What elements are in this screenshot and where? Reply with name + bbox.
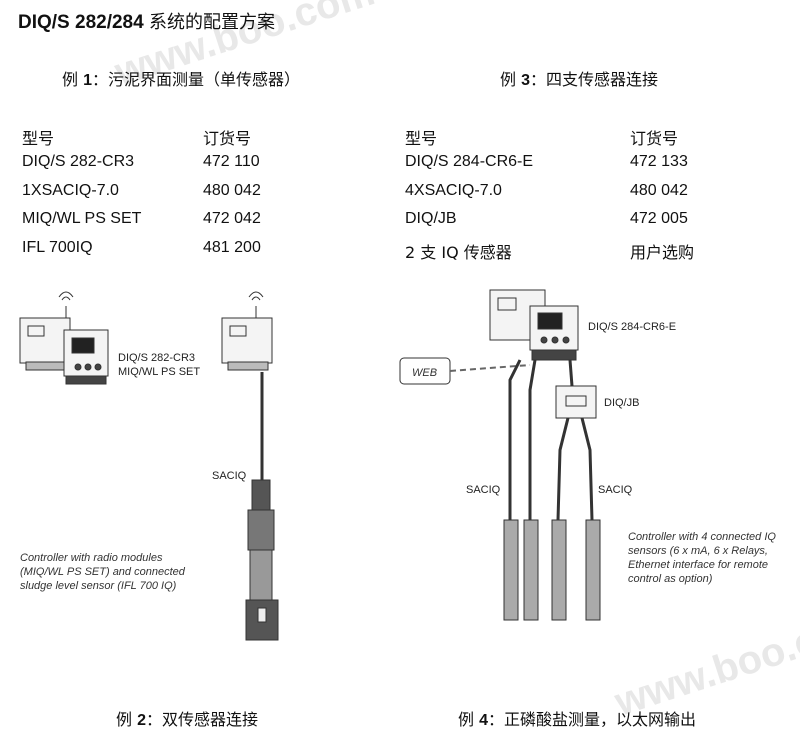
example-2-heading: 例 2：双传感器连接: [116, 710, 259, 729]
table-1-row-2-order: 480 042: [203, 182, 261, 199]
table-3-row-1-order: 472 133: [630, 153, 688, 170]
table-3-row-3-model: DIQ/JB: [405, 210, 457, 227]
example-4-heading: 例 4：正磷酸盐测量，以太网输出: [458, 710, 697, 729]
table-3-row-2-model: 4XSACIQ-7.0: [405, 182, 502, 199]
table-1-row-3-order: 472 042: [203, 210, 261, 227]
table-1-row-4-order: 481 200: [203, 239, 261, 256]
left-caption: Controller with radio modules (MIQ/WL PS…: [20, 552, 185, 592]
table-1-row-4-model: IFL 700IQ: [22, 239, 93, 256]
web-label: WEB: [412, 367, 437, 379]
table-1-row-1-model: DIQ/S 282-CR3: [22, 153, 135, 170]
middle-sludge-sensor-icon: [245, 479, 279, 641]
table-3-header-model: 型号: [405, 129, 438, 148]
table-1-row-3-model: MIQ/WL PS SET: [22, 210, 142, 227]
right-cables: [508, 359, 594, 521]
right-controller-label: DIQ/S 284-CR6-E: [588, 321, 677, 333]
right-saciq-label-1: SACIQ: [466, 484, 501, 496]
table-3-row-2-order: 480 042: [630, 182, 688, 199]
example-1-heading: 例 1：污泥界面测量（单传感器）: [62, 70, 301, 89]
right-saciq-label-2: SACIQ: [598, 484, 633, 496]
left-controller-label-2: MIQ/WL PS SET: [118, 366, 201, 378]
table-1-row-2-model: 1XSACIQ-7.0: [22, 182, 119, 199]
table-1-header-order: 订货号: [203, 129, 252, 148]
web-box-icon: [399, 357, 531, 385]
configuration-diagram: WEB: [19, 289, 601, 641]
table-3-header-order: 订货号: [630, 129, 679, 148]
page-title: DIQ/S 282/284 系统的配置方案: [18, 12, 275, 33]
junction-box-icon: [555, 359, 597, 419]
middle-saciq-label: SACIQ: [212, 470, 247, 482]
junction-box-label: DIQ/JB: [604, 397, 640, 409]
table-3-row-1-model: DIQ/S 284-CR6-E: [405, 153, 534, 170]
example-3-heading: 例 3：四支传感器连接: [500, 70, 659, 89]
table-1-header-model: 型号: [22, 129, 55, 148]
table-3-row-4-model: 2 支 IQ 传感器: [405, 243, 512, 262]
table-3-row-3-order: 472 005: [630, 210, 688, 227]
right-sensor-probes: [503, 519, 601, 621]
left-controller-label-1: DIQ/S 282-CR3: [118, 352, 196, 364]
table-3-row-4-order: 用户选购: [630, 243, 695, 262]
table-1-row-1-order: 472 110: [203, 153, 260, 170]
right-caption: Controller with 4 connected IQ sensors (…: [628, 531, 776, 585]
middle-radio-waves-icon: [248, 291, 264, 318]
right-controller-icon: [489, 289, 579, 361]
left-controller-icon: [19, 317, 109, 385]
left-radio-waves-icon: [58, 291, 74, 318]
middle-controller-icon: [221, 317, 273, 371]
